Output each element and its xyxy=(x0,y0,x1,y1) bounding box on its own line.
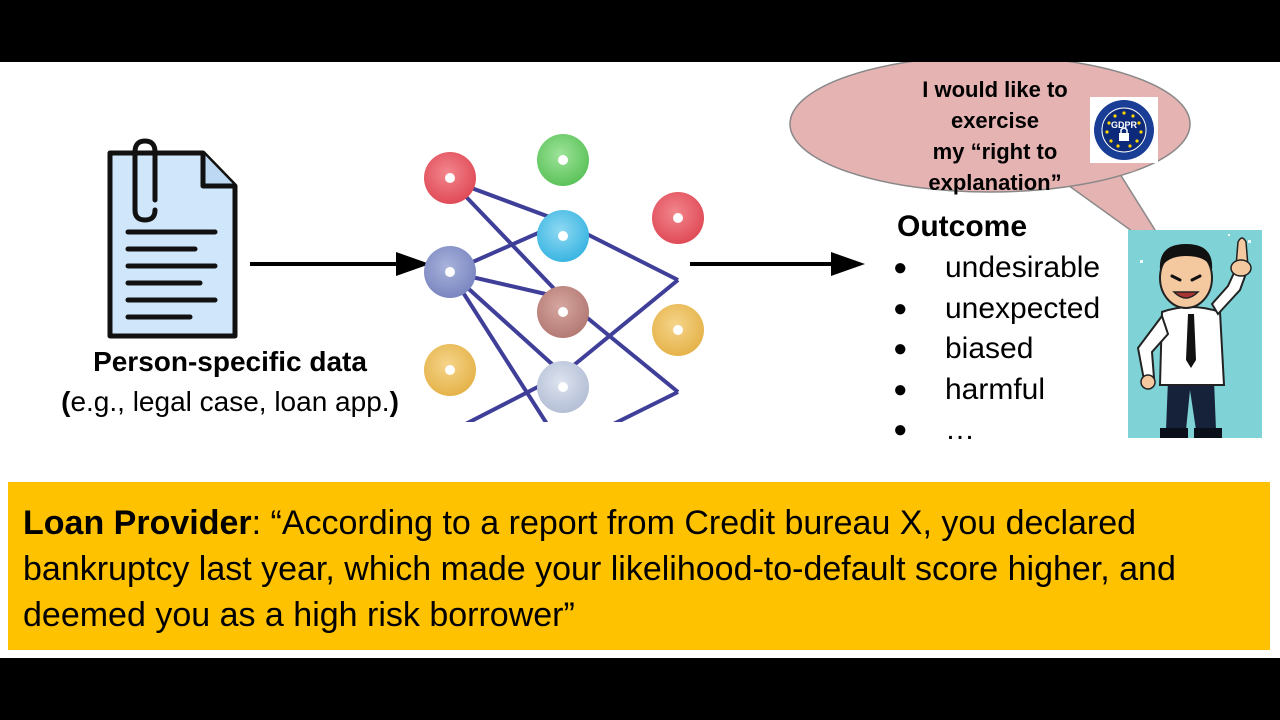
gdpr-badge: GDPR xyxy=(1090,97,1158,163)
input-arrow-icon xyxy=(250,252,430,276)
caption-text: e.g., legal case, loan app. xyxy=(70,386,390,417)
person-panel xyxy=(1128,230,1262,438)
nn-node xyxy=(537,361,589,413)
input-title: Person-specific data xyxy=(93,346,367,377)
slide: Person-specific data (e.g., legal case, … xyxy=(0,62,1280,658)
outcome-item: unexpected xyxy=(945,291,1101,325)
document-with-paperclip-icon xyxy=(107,138,238,339)
nn-node xyxy=(424,152,476,204)
input-label: Person-specific data (e.g., legal case, … xyxy=(0,342,460,422)
caption-close-paren: ) xyxy=(389,386,399,417)
list-item: ● biased xyxy=(893,329,1100,370)
nn-node xyxy=(537,286,589,338)
nn-node xyxy=(537,210,589,262)
nn-node xyxy=(652,304,704,356)
speech-line: explanation” xyxy=(928,170,1062,195)
bullet-icon: ● xyxy=(893,375,908,403)
banner-text: Loan Provider: “According to a report fr… xyxy=(23,500,1253,638)
outcome-title: Outcome xyxy=(897,210,1028,243)
nn-node xyxy=(652,192,704,244)
gdpr-seal-icon: GDPR xyxy=(1094,100,1154,160)
output-arrow-icon xyxy=(690,252,865,276)
list-item: ● harmful xyxy=(893,370,1100,411)
bullet-icon: ● xyxy=(893,416,908,443)
gdpr-badge-text: GDPR xyxy=(1111,120,1138,130)
list-item: ● undesirable xyxy=(893,248,1100,289)
banner-speaker: Loan Provider xyxy=(23,504,252,542)
outcome-item: … xyxy=(945,413,975,446)
bullet-icon: ● xyxy=(893,335,908,362)
outcome-list: ● undesirable ● unexpected ● biased ● harmfu… xyxy=(893,248,1100,451)
outcome-item: harmful xyxy=(945,372,1046,406)
speech-line: my “right to xyxy=(932,139,1058,164)
nn-node xyxy=(424,344,476,396)
bullet-icon: ● xyxy=(893,254,908,281)
caption-open-paren: ( xyxy=(61,386,71,417)
list-item: ● unexpected xyxy=(893,289,1100,330)
input-caption: (e.g., legal case, loan app.) xyxy=(0,382,460,422)
speech-line: exercise xyxy=(950,108,1040,133)
banner-quote: “According to a report from Credit burea… xyxy=(23,504,1176,634)
speech-line: I would like to xyxy=(922,77,1068,102)
list-item: ●… xyxy=(893,410,1100,451)
outcome-item: undesirable xyxy=(945,251,1101,284)
nn-node xyxy=(537,134,589,186)
businessman-raising-finger-icon xyxy=(1136,234,1252,438)
banner-colon: : xyxy=(251,504,271,542)
bullet-icon: ● xyxy=(893,294,908,322)
loan-provider-banner: Loan Provider: “According to a report fr… xyxy=(8,482,1270,650)
nn-node xyxy=(424,246,476,298)
neural-network-nodes xyxy=(424,134,704,413)
outcome-item: biased xyxy=(945,332,1034,365)
speech-text: I would like to exercise my “right to ex… xyxy=(860,74,1130,198)
